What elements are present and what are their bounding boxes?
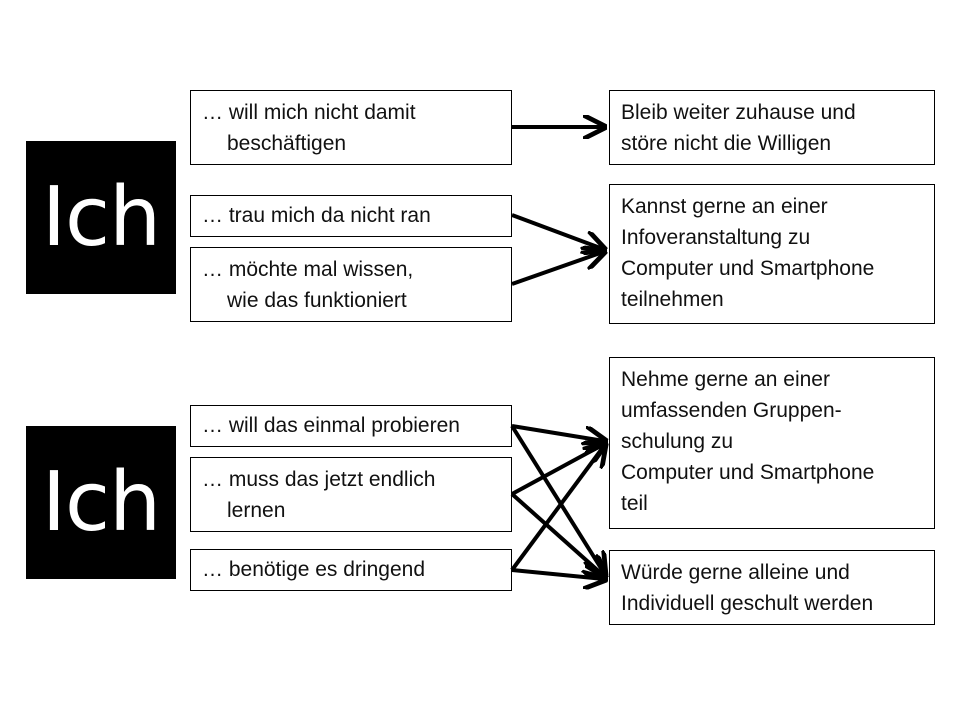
result-box-individual-training: Würde gerne alleine und Individuell gesc… — [609, 550, 935, 625]
result-text: Computer und Smartphone — [621, 461, 875, 484]
option-text: beschäftigen — [227, 132, 347, 155]
result-text: umfassenden Gruppen- — [621, 399, 842, 422]
ich-label-group2: Ich — [26, 426, 176, 579]
option-box-afraid: … trau mich da nicht ran — [190, 195, 512, 237]
arrow-try-once-to-group-training — [511, 424, 604, 441]
ich-label-group1: Ich — [26, 141, 176, 294]
arrow-urgent-to-individual-training — [511, 570, 604, 579]
option-text: lernen — [227, 499, 286, 522]
option-box-not-interested: … will mich nicht damit beschäftigen — [190, 90, 512, 165]
option-text: … benötige es dringend — [202, 558, 425, 581]
option-box-must-learn: … muss das jetzt endlich lernen — [190, 457, 512, 532]
result-text: Infoveranstaltung zu — [621, 226, 811, 249]
arrow-must-learn-to-individual-training — [510, 492, 604, 576]
arrow-curious-to-info-event — [511, 252, 603, 286]
result-text: teil — [621, 492, 648, 515]
option-text: wie das funktioniert — [227, 289, 407, 312]
result-text: Würde gerne alleine und — [621, 561, 850, 584]
arrow-try-once-to-individual-training — [510, 424, 604, 573]
result-box-stay-home: Bleib weiter zuhause und störe nicht die… — [609, 90, 935, 165]
option-text: … trau mich da nicht ran — [202, 204, 431, 227]
result-text: teilnehmen — [621, 288, 724, 311]
arrow-urgent-to-group-training — [510, 446, 604, 572]
option-text: … muss das jetzt endlich — [202, 468, 436, 491]
option-text: … möchte mal wissen, — [202, 258, 414, 281]
result-box-info-event: Kannst gerne an einer Infoveranstaltung … — [609, 184, 935, 324]
result-text: schulung zu — [621, 430, 734, 453]
result-box-group-training: Nehme gerne an einer umfassenden Gruppen… — [609, 357, 935, 529]
result-text: Individuell geschult werden — [621, 592, 874, 615]
option-box-try-once: … will das einmal probieren — [190, 405, 512, 447]
result-text: Kannst gerne an einer — [621, 195, 828, 218]
result-text: Computer und Smartphone — [621, 257, 875, 280]
option-box-urgent: … benötige es dringend — [190, 549, 512, 591]
option-box-curious: … möchte mal wissen, wie das funktionier… — [190, 247, 512, 322]
arrow-afraid-to-info-event — [511, 213, 603, 249]
option-text: … will mich nicht damit — [202, 101, 416, 124]
option-text: … will das einmal probieren — [202, 414, 460, 437]
result-text: Bleib weiter zuhause und — [621, 101, 856, 124]
result-text: Nehme gerne an einer — [621, 368, 830, 391]
result-text: störe nicht die Willigen — [621, 132, 832, 155]
